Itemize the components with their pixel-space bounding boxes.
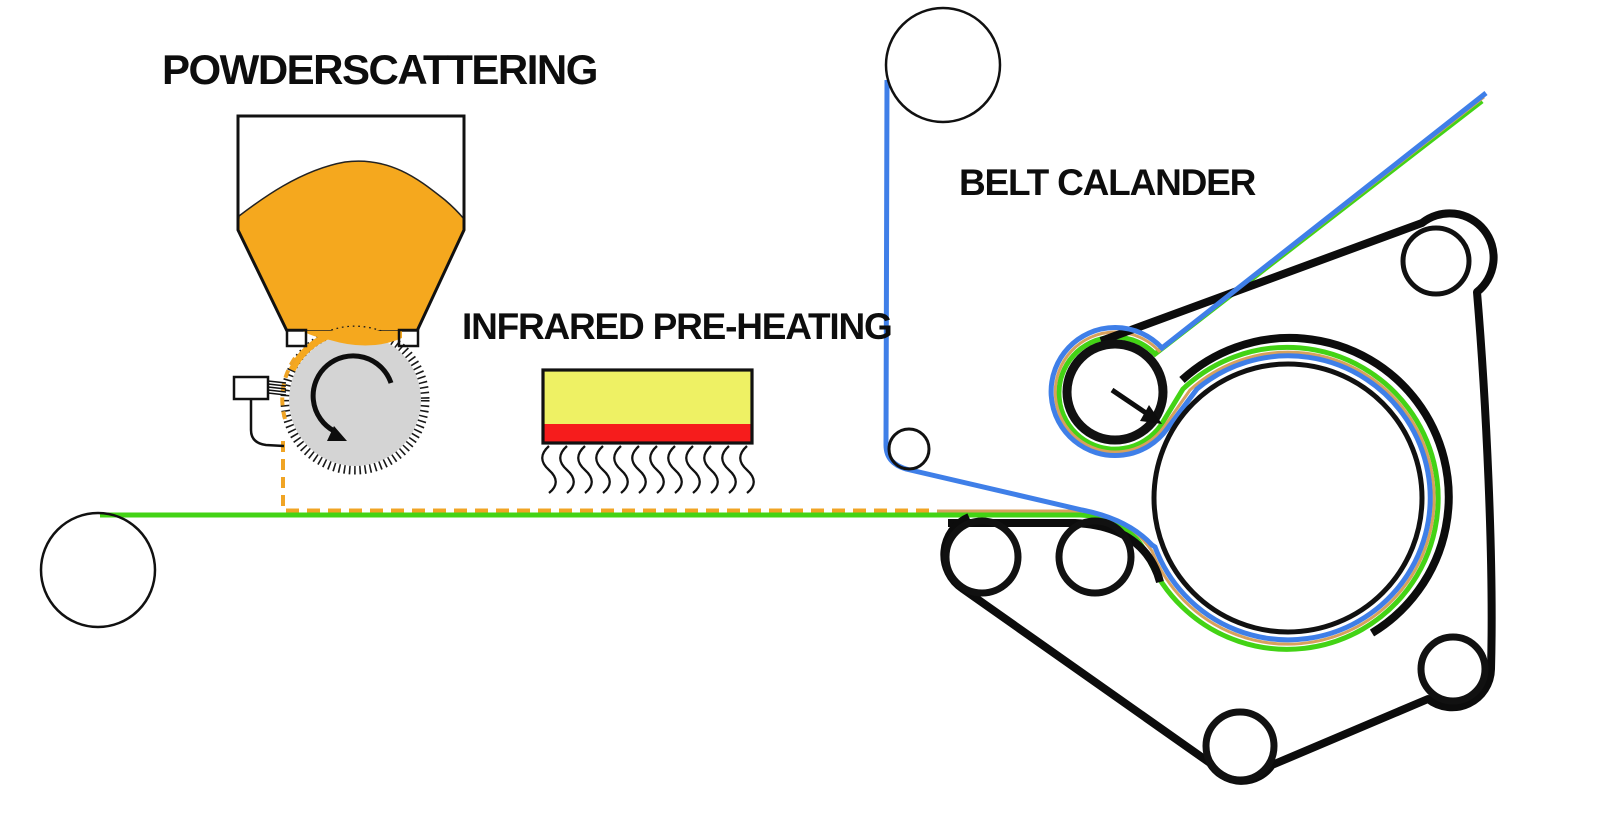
powder-layer-line — [937, 95, 1485, 646]
belt-drum-wrap — [1179, 333, 1453, 637]
heater-border — [541, 368, 754, 445]
infrared-preheating-label: INFRARED PRE-HEATING — [462, 306, 893, 347]
blue-film-web — [883, 79, 1488, 643]
powder-scattering-label: POWDERSCATTERING — [162, 46, 598, 93]
blue-film-roll — [884, 6, 1002, 124]
hopper-powder-fill — [237, 160, 465, 332]
nip-pressure-arrow-icon — [1110, 387, 1162, 424]
heat-waves-icon — [541, 445, 755, 494]
entry-roller-right — [1055, 517, 1135, 597]
calander-drum — [1151, 361, 1425, 635]
belt-calander-label: BELT CALANDER — [959, 162, 1256, 203]
hopper-lip-left — [285, 328, 308, 348]
upper-right-guide-roller — [1400, 225, 1472, 297]
heater-element — [543, 424, 752, 443]
entry-roller-left — [942, 517, 1022, 597]
drum-rotation-arrow-icon — [310, 353, 394, 441]
hopper-lip-right — [397, 328, 420, 348]
green-textile-web — [100, 99, 1484, 652]
nip-roller — [1062, 339, 1168, 445]
powder-on-drum-arc — [288, 326, 387, 372]
scatter-drive-block — [232, 375, 270, 401]
powder-hopper — [236, 114, 466, 332]
green-textile-roll — [39, 511, 157, 629]
bottom-tension-roller — [1202, 708, 1278, 784]
idler-roller — [887, 427, 931, 471]
infrared-heater — [541, 368, 755, 494]
lower-right-guide-roller — [1417, 633, 1489, 705]
powder-scattering-station — [232, 114, 466, 475]
drive-shaft-hatch — [267, 380, 287, 396]
powder-release-dashed-arc — [280, 356, 297, 420]
scraper-blade — [249, 399, 285, 448]
scatter-drum-teeth — [280, 325, 430, 475]
